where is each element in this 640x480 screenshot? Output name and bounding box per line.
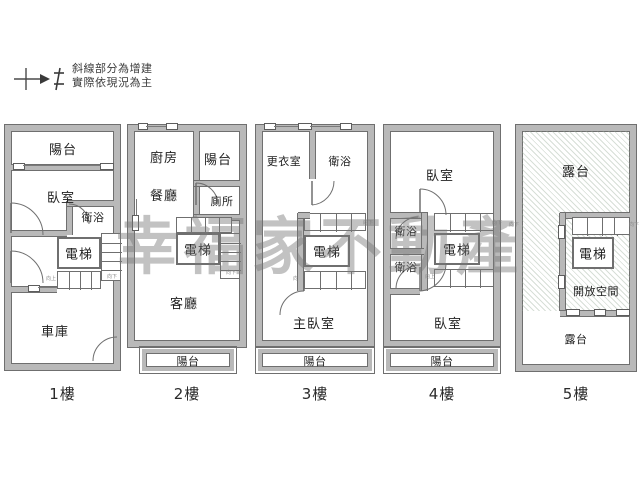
room-label-balcony-bottom: 陽台 (303, 355, 327, 368)
floor-2: 電梯 向下 廚 (127, 123, 247, 415)
legend-text: 斜線部分為增建 實際依現況為主 (72, 62, 153, 90)
elevator-shaft-3f: 電梯 (304, 235, 350, 267)
stair-direction-down: 向下 (106, 274, 118, 280)
room-label-bathroom-lower: 衛浴 (394, 261, 418, 274)
room-label-bedroom-top: 臥室 (425, 169, 455, 184)
elevator-shaft-5f: 電梯 (572, 237, 614, 269)
room-label-elevator: 電梯 (312, 245, 342, 261)
stair-direction-up: 向上 (45, 276, 57, 282)
floor-label-4: 4樓 (428, 385, 456, 403)
floor-5: 電梯 向下 向下 露台 開放空間 露台 5樓 (509, 124, 640, 415)
room-label-terrace-bottom: 露台 (564, 333, 588, 346)
room-label-bathroom: 衛浴 (328, 155, 352, 168)
room-label-balcony-bottom: 陽台 (176, 355, 200, 368)
room-label-elevator: 電梯 (183, 243, 213, 259)
room-label-master-bedroom: 主臥室 (292, 317, 336, 332)
room-label-balcony: 陽台 (48, 143, 78, 158)
floor-label-1: 1樓 (49, 385, 76, 403)
stair-direction-down: 向下 (628, 222, 640, 228)
legend-line-2: 實際依現況為主 (72, 76, 153, 89)
elevator-shaft-2f: 電梯 (176, 233, 220, 265)
stair-direction-down: 向下 (491, 220, 503, 226)
room-label-balcony-top: 陽台 (203, 153, 233, 168)
room-label-walk-in-closet: 更衣室 (266, 155, 302, 168)
stair-direction-left-mark: 向下 (508, 222, 520, 228)
floor-label-5: 5樓 (562, 385, 590, 403)
floor-label-3: 3樓 (301, 385, 329, 403)
room-label-bedroom: 臥室 (46, 191, 76, 206)
floor-3: 電梯 向上 向下 (255, 123, 375, 415)
elevator-shaft-4f: 電梯 (434, 233, 480, 265)
room-label-bedroom-bottom: 臥室 (433, 317, 463, 332)
room-label-bathroom-upper: 衛浴 (394, 225, 418, 238)
stair-direction-down: 向下 (362, 220, 374, 226)
room-label-elevator: 電梯 (442, 243, 472, 259)
room-label-kitchen: 廚房 (149, 151, 179, 166)
room-label-open-space: 開放空間 (573, 285, 619, 298)
elevator-shaft-1f: 電梯 (57, 237, 101, 269)
room-label-toilet: 廁所 (210, 195, 234, 208)
room-label-living: 客廳 (169, 297, 199, 312)
room-label-balcony-bottom: 陽台 (430, 355, 454, 368)
stair-direction-up: 向上 (424, 274, 436, 280)
stair-direction-down: 向下 (225, 270, 237, 276)
hatch-legend-symbol (14, 62, 64, 96)
floor-4: 電梯 向上 向下 (383, 124, 503, 415)
room-label-elevator: 電梯 (578, 247, 608, 263)
room-label-elevator: 電梯 (64, 247, 94, 263)
room-label-terrace-top: 露台 (561, 165, 591, 180)
room-label-bathroom: 衛浴 (81, 211, 105, 224)
room-label-dining: 餐廳 (149, 189, 179, 204)
floor-1: 電梯 向上 向下 (4, 124, 122, 415)
legend-line-1: 斜線部分為增建 (72, 62, 153, 75)
room-label-garage: 車庫 (40, 325, 70, 340)
floor-label-2: 2樓 (173, 385, 201, 403)
legend: 斜線部分為增建 實際依現況為主 (14, 62, 204, 102)
